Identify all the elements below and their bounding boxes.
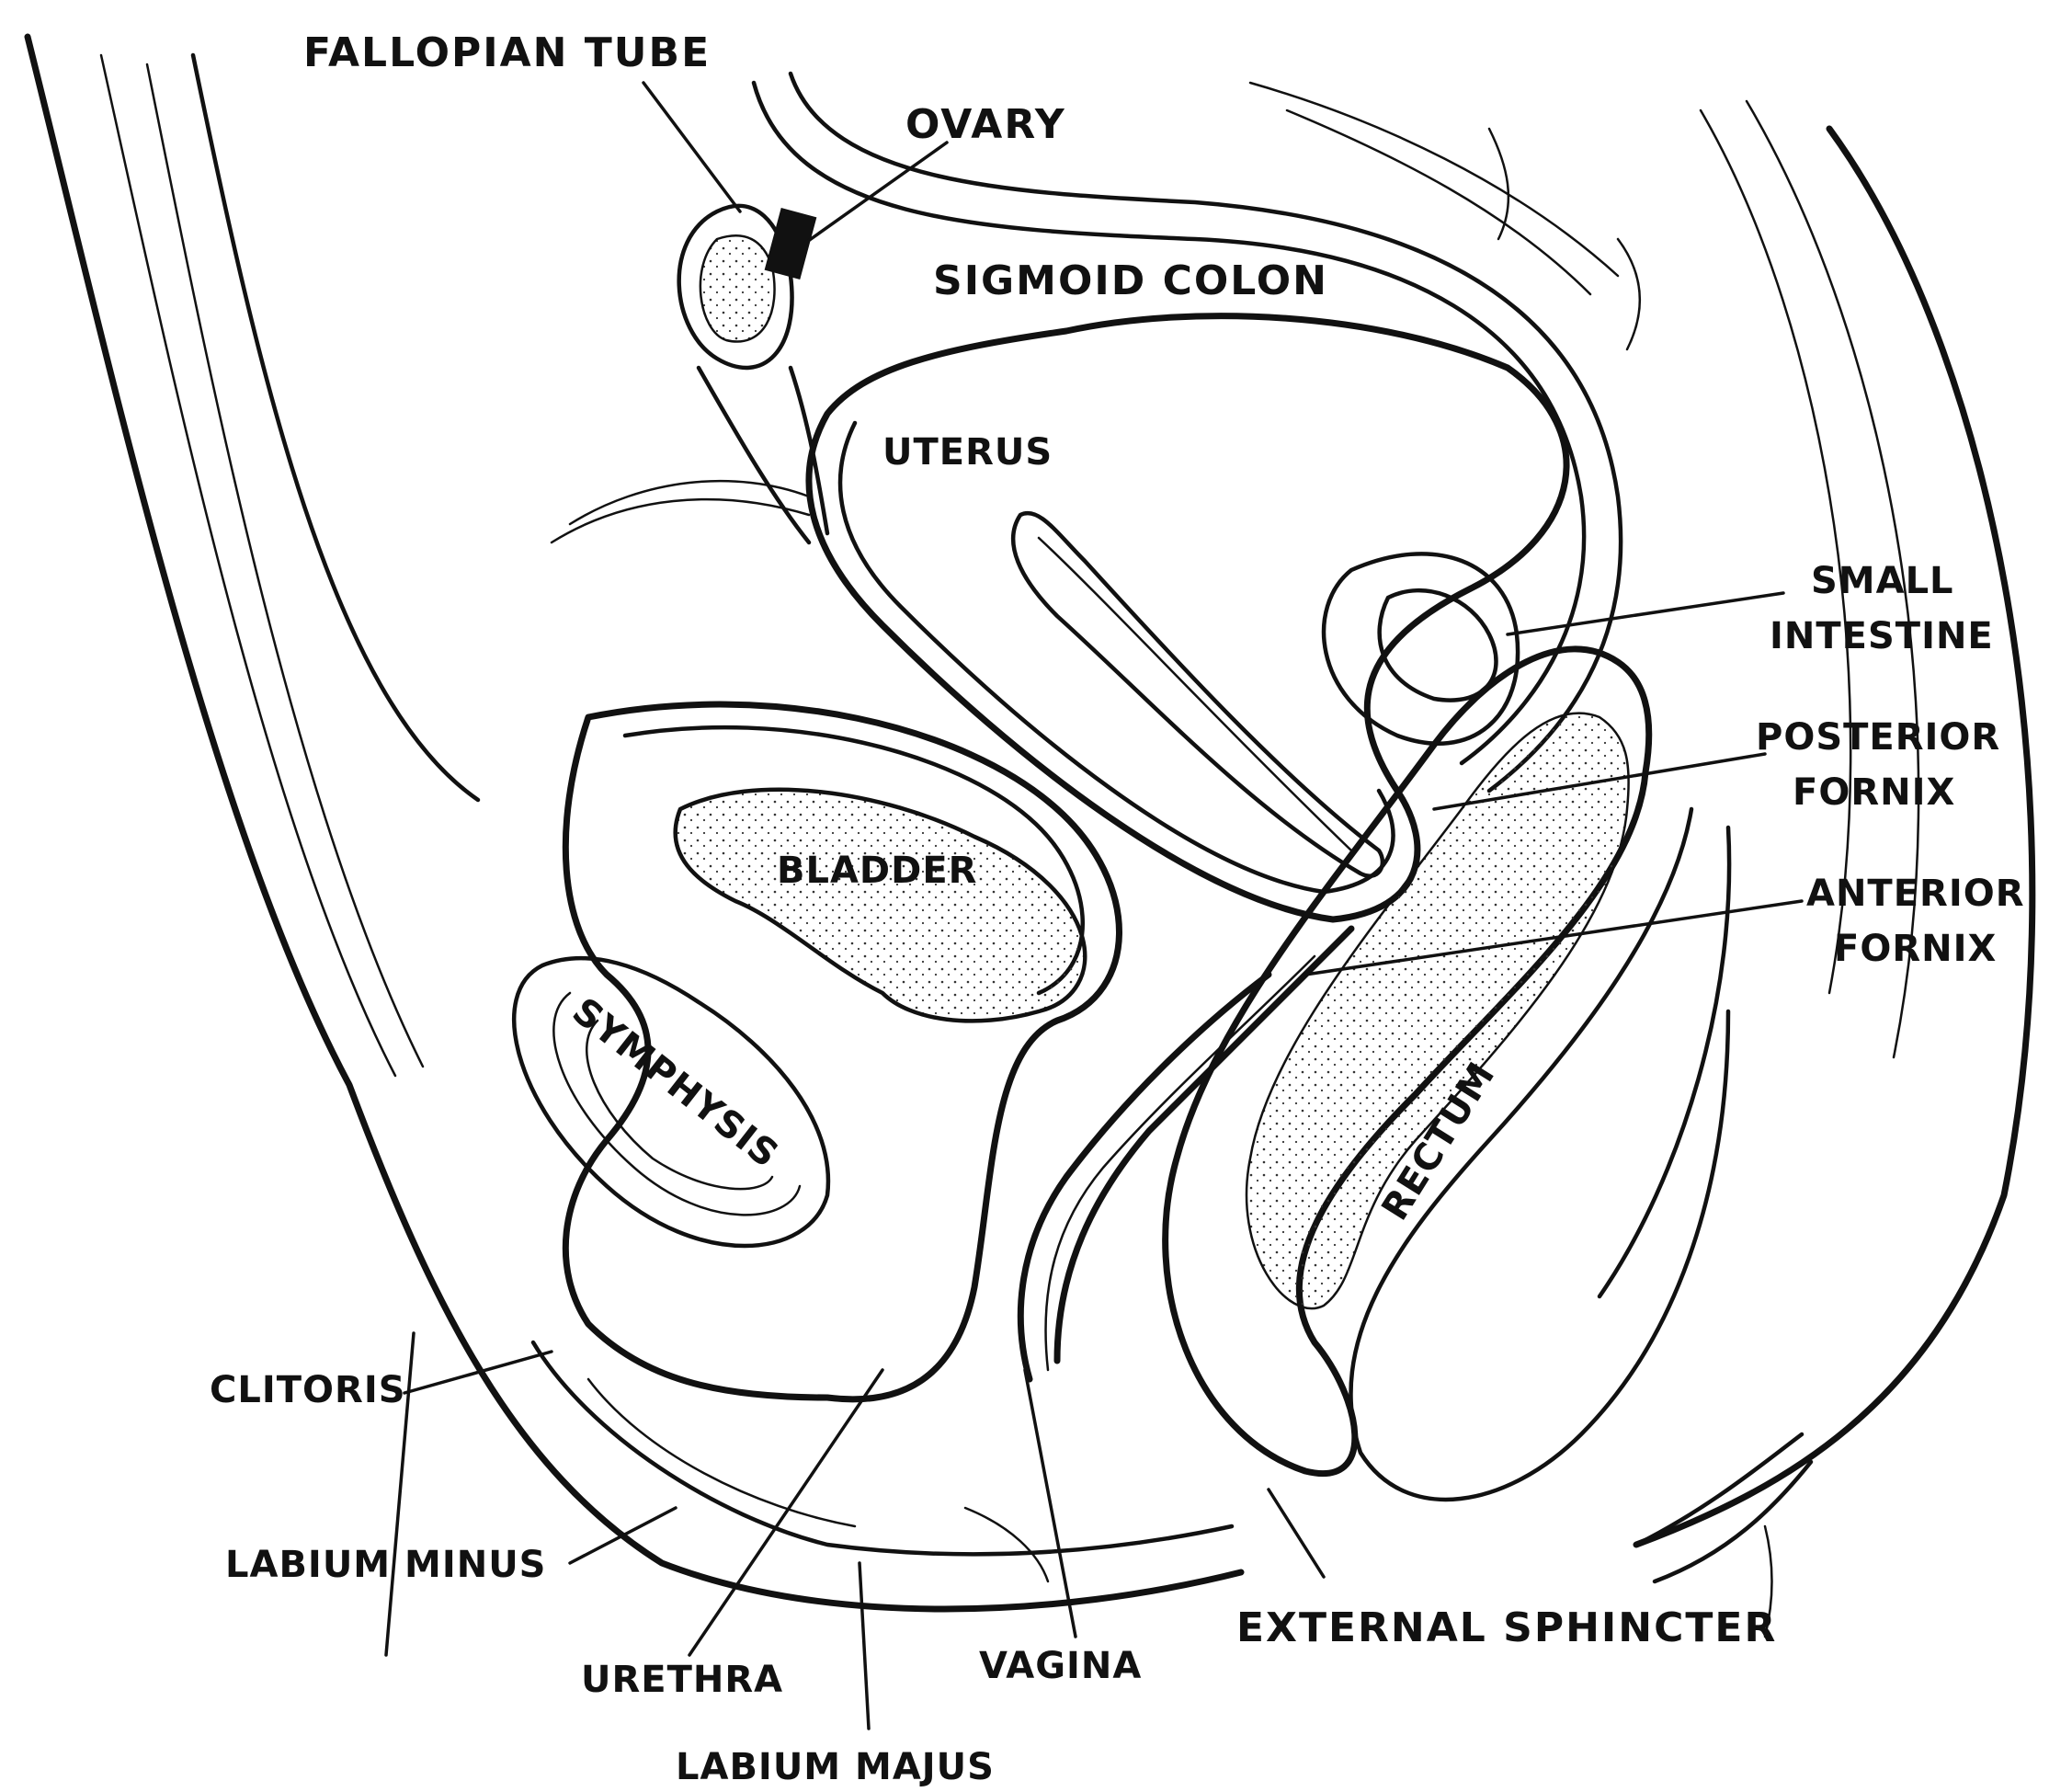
label-clitoris: CLITORIS bbox=[210, 1369, 406, 1411]
label-urethra: URETHRA bbox=[581, 1659, 783, 1701]
label-posterior-fornix-line2: FORNIX bbox=[1793, 771, 1955, 814]
label-ovary: OVARY bbox=[905, 101, 1066, 148]
label-small-intestine-line2: INTESTINE bbox=[1770, 615, 1994, 657]
label-sigmoid-colon: SIGMOID COLON bbox=[933, 257, 1328, 304]
rectum bbox=[1166, 649, 1729, 1500]
label-uterus: UTERUS bbox=[882, 431, 1053, 474]
label-labium-minus: LABIUM MINUS bbox=[225, 1544, 546, 1586]
label-labium-majus: LABIUM MAJUS bbox=[676, 1746, 995, 1788]
label-external-sphincter: EXTERNAL SPHINCTER bbox=[1236, 1604, 1777, 1651]
ovary-and-tube bbox=[552, 206, 827, 542]
label-anterior-fornix-line2: FORNIX bbox=[1834, 928, 1997, 970]
label-bladder: BLADDER bbox=[777, 850, 977, 892]
label-anterior-fornix-line1: ANTERIOR bbox=[1806, 873, 2025, 915]
label-fallopian-tube: FALLOPIAN TUBE bbox=[303, 29, 711, 76]
label-posterior-fornix-line1: POSTERIOR bbox=[1756, 716, 2000, 759]
label-small-intestine-line1: SMALL bbox=[1811, 560, 1954, 602]
label-vagina: VAGINA bbox=[979, 1645, 1142, 1687]
